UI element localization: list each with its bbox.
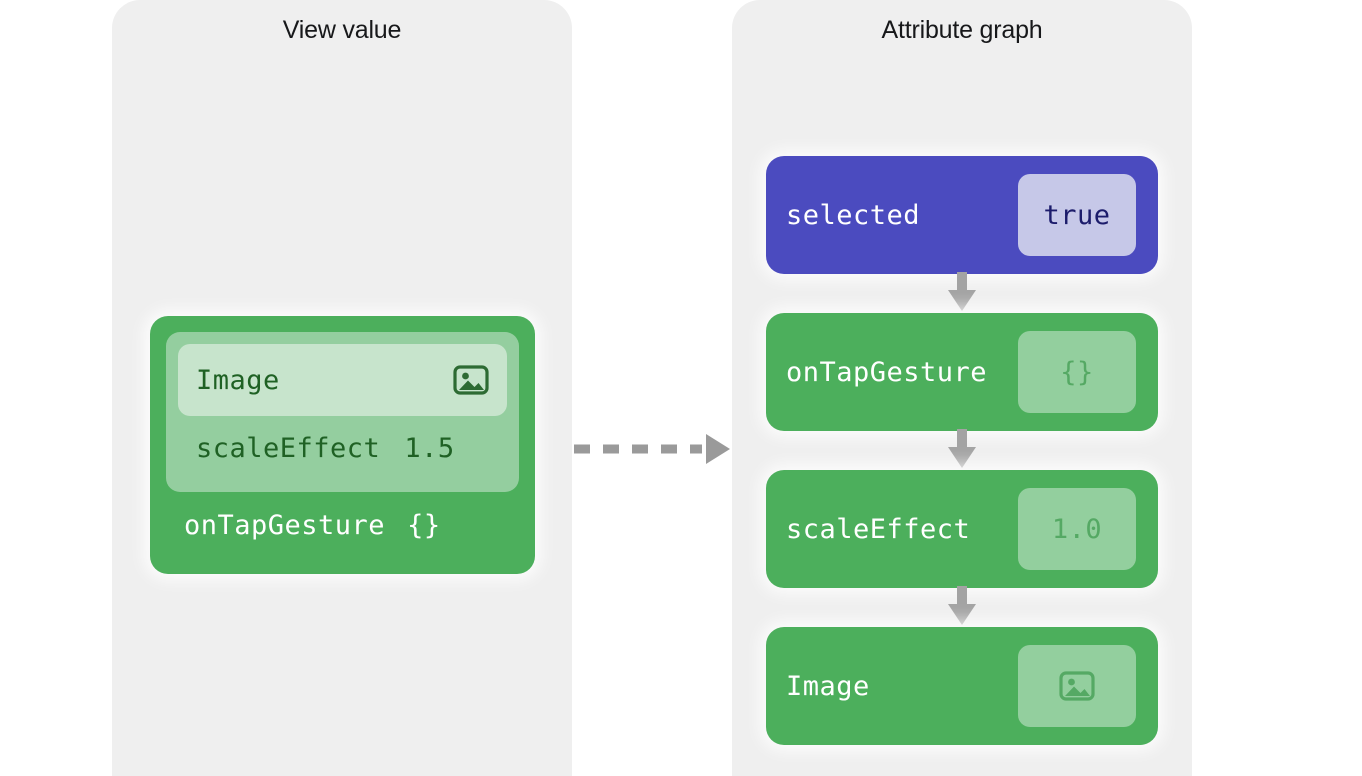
dashed-arrow-right-icon bbox=[572, 432, 732, 466]
view-value-panel-title: View value bbox=[282, 16, 402, 44]
graph-node-scaleeffect[interactable]: scaleEffect 1.0 bbox=[766, 470, 1158, 588]
graph-node-selected-label: selected bbox=[786, 199, 921, 231]
arrow-down-icon bbox=[946, 272, 978, 312]
graph-node-ontapgesture-badge: {} bbox=[1018, 331, 1136, 413]
graph-node-ontapgesture[interactable]: onTapGesture {} bbox=[766, 313, 1158, 431]
photo-icon bbox=[453, 365, 489, 395]
graph-node-selected[interactable]: selected true bbox=[766, 156, 1158, 274]
scale-effect-value: 1.5 bbox=[404, 432, 455, 464]
image-layer-label: Image bbox=[196, 364, 280, 396]
graph-node-image-badge bbox=[1018, 645, 1136, 727]
scale-effect-layer[interactable]: Image scaleEffect 1.5 bbox=[166, 332, 519, 492]
arrow-down-icon bbox=[946, 429, 978, 469]
photo-icon bbox=[1059, 671, 1095, 701]
graph-node-scaleeffect-badge: 1.0 bbox=[1018, 488, 1136, 570]
graph-node-image[interactable]: Image bbox=[766, 627, 1158, 745]
image-layer[interactable]: Image bbox=[178, 344, 507, 416]
graph-node-selected-badge: true bbox=[1018, 174, 1136, 256]
on-tap-gesture-value: {} bbox=[407, 509, 441, 541]
scale-effect-label: scaleEffect bbox=[196, 432, 381, 464]
on-tap-gesture-label: onTapGesture bbox=[184, 509, 386, 541]
graph-node-ontapgesture-label: onTapGesture bbox=[786, 356, 988, 388]
scale-effect-row: scaleEffect 1.5 bbox=[178, 416, 507, 480]
arrow-down-icon bbox=[946, 586, 978, 626]
view-value-card[interactable]: Image scaleEffect 1.5 onTapGesture {} bbox=[150, 316, 535, 574]
attribute-graph-panel-title: Attribute graph bbox=[881, 16, 1043, 44]
on-tap-gesture-row: onTapGesture {} bbox=[166, 492, 519, 558]
graph-node-scaleeffect-label: scaleEffect bbox=[786, 513, 971, 545]
graph-node-image-label: Image bbox=[786, 670, 870, 702]
